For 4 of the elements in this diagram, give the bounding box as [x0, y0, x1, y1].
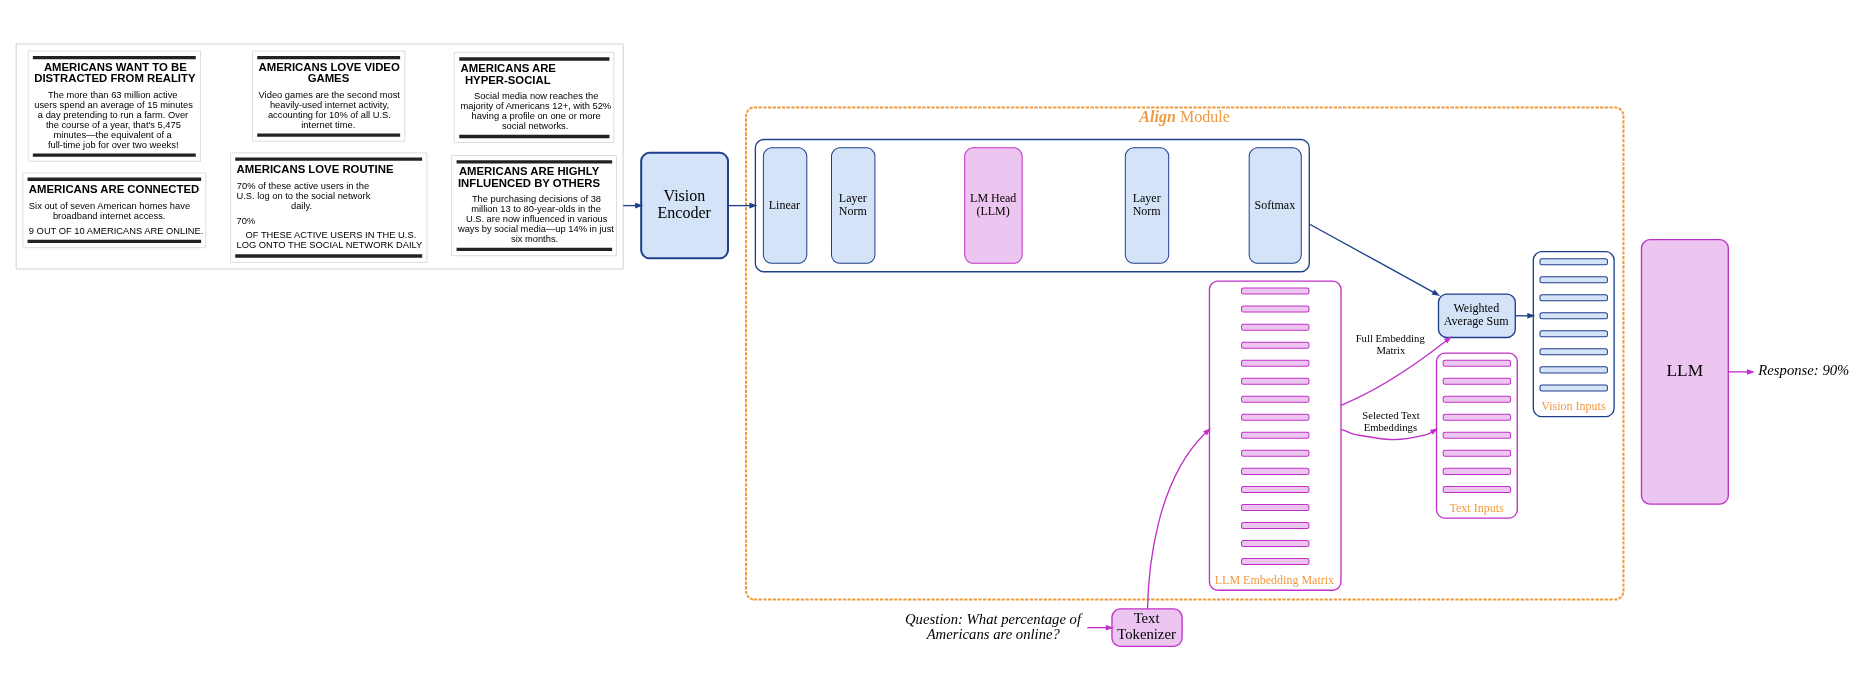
edge-label: Full Embedding Matrix — [1355, 331, 1425, 356]
node-text: Response: 90% — [1758, 361, 1850, 378]
edge-label: Selected Text Embeddings — [1362, 408, 1420, 433]
node-text: Question: What percentage of Americans are online? — [904, 610, 1082, 642]
